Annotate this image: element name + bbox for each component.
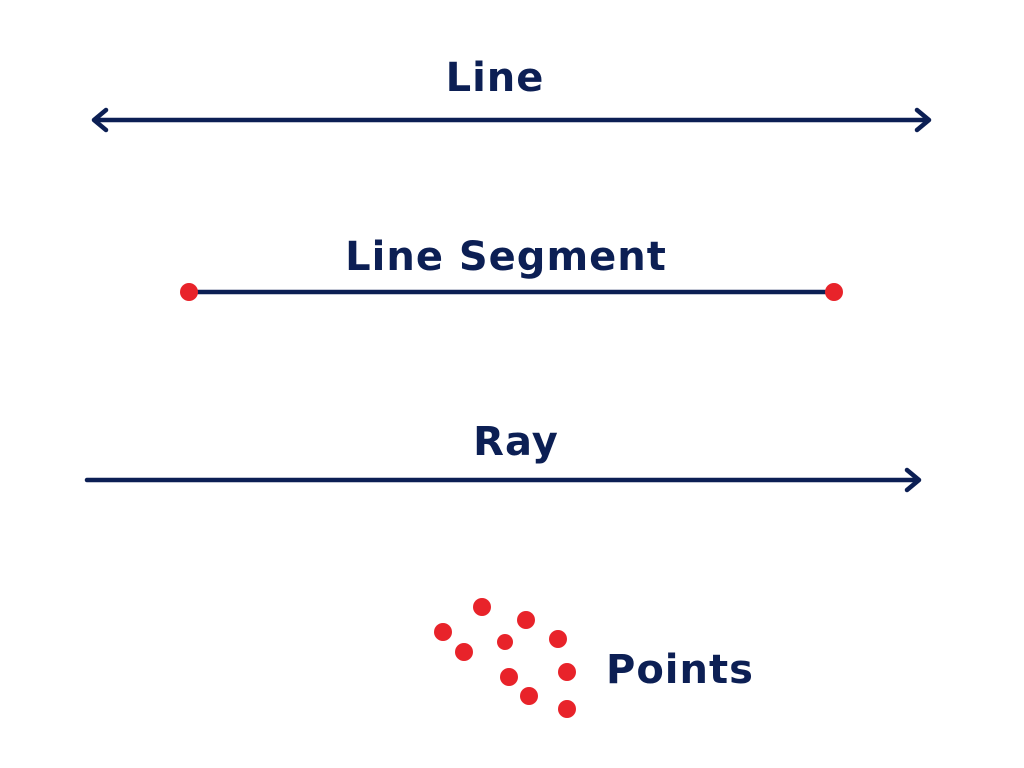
segment-left-endpoint [180, 283, 198, 301]
segment-label: Line Segment [345, 234, 667, 280]
points-label: Points [606, 647, 754, 693]
ray-arrowhead [904, 467, 922, 493]
point [473, 598, 491, 616]
ray-label: Ray [473, 419, 559, 465]
point [517, 611, 535, 629]
point [455, 643, 473, 661]
point [520, 687, 538, 705]
point [497, 634, 513, 650]
line-right-arrowhead [914, 107, 932, 133]
line-label: Line [446, 55, 545, 101]
ray-figure: Ray [84, 419, 922, 493]
point [558, 663, 576, 681]
point [500, 668, 518, 686]
point [558, 700, 576, 718]
point [434, 623, 452, 641]
line-left-arrowhead [91, 107, 109, 133]
point [549, 630, 567, 648]
segment-figure: Line Segment [180, 234, 843, 301]
segment-right-endpoint [825, 283, 843, 301]
line-figure: Line [91, 55, 932, 133]
points-figure: Points [434, 598, 754, 718]
